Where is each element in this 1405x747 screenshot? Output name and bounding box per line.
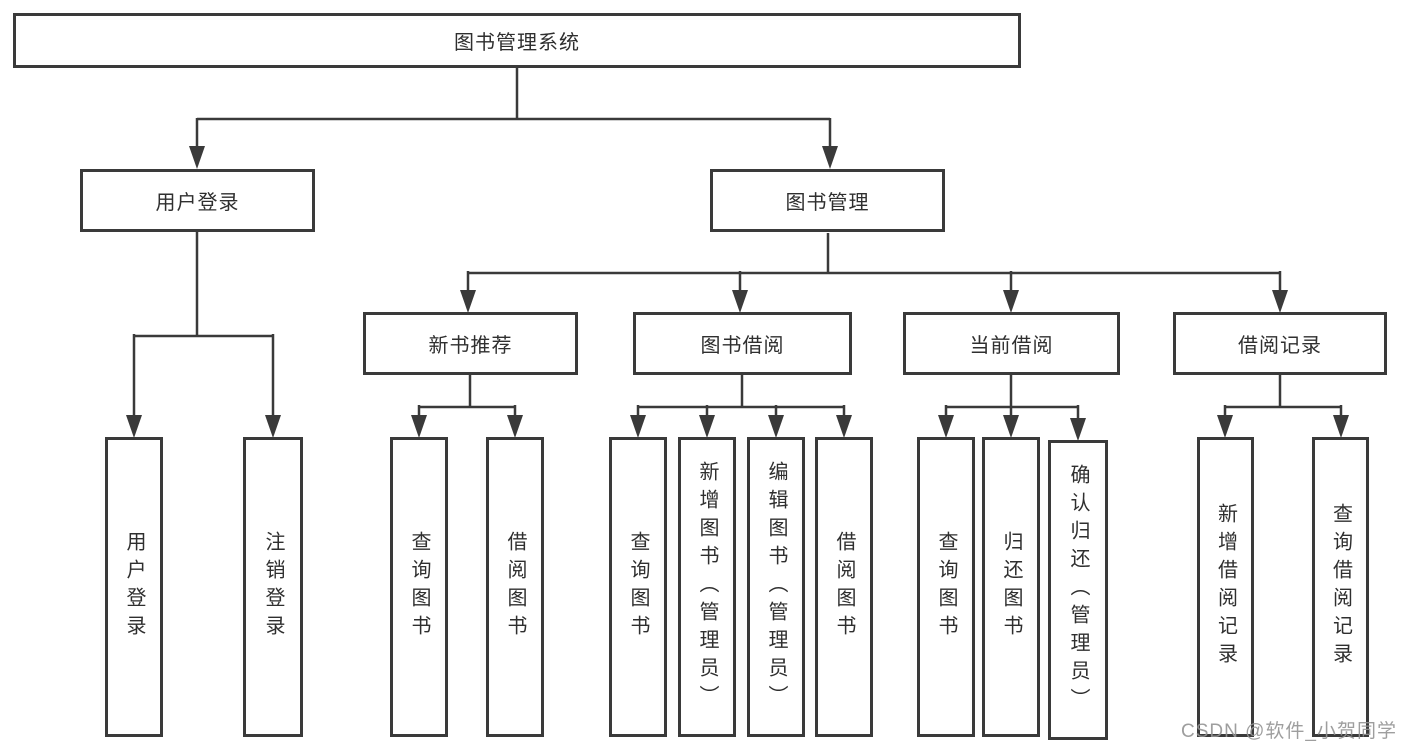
leaf-add-borrow-record: 新增借阅记录	[1197, 437, 1254, 737]
node-root-label: 图书管理系统	[454, 32, 580, 54]
arrow-down-icon	[822, 146, 838, 169]
watermark: CSDN @软件_小贺同学	[1181, 721, 1397, 742]
leaf-query-books-borrowing: 查询图书	[609, 437, 667, 737]
node-current-borrowing: 当前借阅	[903, 312, 1120, 375]
node-borrowing-records-label: 借阅记录	[1238, 335, 1322, 357]
leaf-edit-books-admin-label: 编辑图书（管理员）	[765, 461, 787, 713]
arrow-down-icon	[507, 415, 523, 438]
arrow-down-icon	[1070, 418, 1086, 441]
node-book-management-label: 图书管理	[785, 192, 870, 214]
arrow-down-icon	[630, 415, 646, 438]
leaf-query-books-current: 查询图书	[917, 437, 975, 737]
node-user-login-label: 用户登录	[155, 192, 240, 214]
arrow-down-icon	[768, 415, 784, 438]
node-root: 图书管理系统	[13, 13, 1021, 68]
leaf-borrow-books-borrowing: 借阅图书	[815, 437, 873, 737]
leaf-edit-books-admin: 编辑图书（管理员）	[747, 437, 805, 737]
leaf-query-books-borrowing-label: 查询图书	[627, 531, 649, 643]
leaf-logout: 注销登录	[243, 437, 303, 737]
leaf-confirm-return-admin: 确认归还（管理员）	[1048, 440, 1108, 740]
arrow-down-icon	[126, 415, 142, 438]
node-new-book-recommend-label: 新书推荐	[428, 335, 513, 357]
leaf-user-login-label: 用户登录	[123, 531, 145, 643]
leaf-query-books-recommend-label: 查询图书	[408, 531, 430, 643]
arrow-down-icon	[1217, 415, 1233, 438]
arrow-down-icon	[460, 290, 476, 313]
leaf-borrow-books-recommend-label: 借阅图书	[504, 531, 526, 643]
arrow-down-icon	[265, 415, 281, 438]
arrow-down-icon	[1333, 415, 1349, 438]
leaf-logout-label: 注销登录	[262, 531, 284, 643]
leaf-query-borrow-record-label: 查询借阅记录	[1329, 503, 1352, 671]
connector-lines	[132, 67, 1343, 422]
arrow-down-icon	[732, 290, 748, 313]
arrow-down-icon	[938, 415, 954, 438]
arrow-down-icon	[1003, 290, 1019, 313]
leaf-query-borrow-record: 查询借阅记录	[1312, 437, 1369, 737]
leaf-query-books-current-label: 查询图书	[935, 531, 957, 643]
arrow-down-icon	[699, 415, 715, 438]
node-new-book-recommend: 新书推荐	[363, 312, 578, 375]
node-user-login: 用户登录	[80, 169, 315, 232]
arrow-down-icon	[1003, 415, 1019, 438]
node-book-management: 图书管理	[710, 169, 945, 232]
leaf-borrow-books-recommend: 借阅图书	[486, 437, 544, 737]
node-current-borrowing-label: 当前借阅	[969, 335, 1054, 357]
leaf-add-books-admin: 新增图书（管理员）	[678, 437, 736, 737]
leaf-return-books: 归还图书	[982, 437, 1040, 737]
leaf-return-books-label: 归还图书	[1000, 531, 1022, 643]
arrow-down-icon	[836, 415, 852, 438]
leaf-user-login: 用户登录	[105, 437, 163, 737]
node-book-borrowing-label: 图书借阅	[700, 335, 785, 357]
leaf-add-books-admin-label: 新增图书（管理员）	[696, 461, 718, 713]
node-borrowing-records: 借阅记录	[1173, 312, 1387, 375]
arrow-down-icon	[189, 146, 205, 169]
leaf-add-borrow-record-label: 新增借阅记录	[1214, 503, 1237, 671]
arrow-down-icon	[411, 415, 427, 438]
leaf-confirm-return-admin-label: 确认归还（管理员）	[1067, 464, 1089, 716]
node-book-borrowing: 图书借阅	[633, 312, 852, 375]
arrow-down-icon	[1272, 290, 1288, 313]
arrowheads	[126, 146, 1349, 441]
leaf-borrow-books-borrowing-label: 借阅图书	[833, 531, 855, 643]
leaf-query-books-recommend: 查询图书	[390, 437, 448, 737]
